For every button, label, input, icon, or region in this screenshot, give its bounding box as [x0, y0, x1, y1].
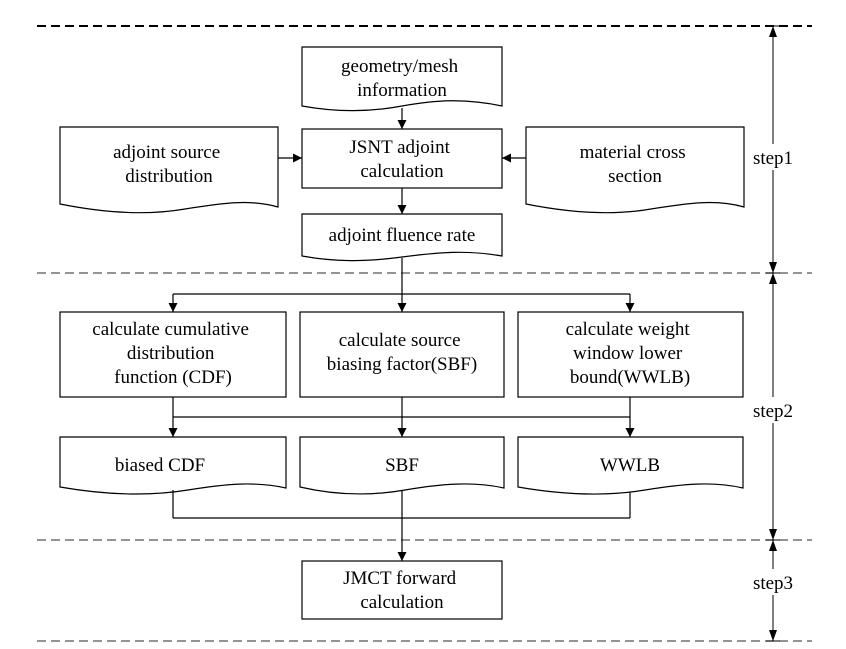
calc-wwlb-line-1: calculate weight	[566, 319, 691, 340]
dim-arrow-step2-bottom	[769, 529, 777, 540]
geometry-line-1: geometry/mesh	[341, 56, 459, 77]
svg-text:calculate source biasing f: calculate source biasing factor(SBF)	[327, 330, 477, 375]
wwlb-document	[517, 436, 744, 495]
material-cross-section-document	[525, 126, 745, 214]
jmct-line-1: JMCT forward	[343, 568, 457, 589]
calc-wwlb-box	[517, 311, 744, 398]
calc-sbf-line-2: biasing factor(SBF)	[327, 354, 477, 375]
dim-arrow-step3-top	[769, 540, 777, 551]
svg-text:JSNT adjoint calculation: JSNT adjoint calculation	[349, 137, 454, 182]
dim-arrow-step1-top	[769, 26, 777, 37]
svg-text:adjoint source distributio: adjoint source distribution	[113, 142, 225, 187]
calc-cdf-line-3: function (CDF)	[114, 367, 232, 388]
calc-cdf-line-2: distribution	[127, 343, 215, 364]
svg-text:calculate cumulative distr: calculate cumulative distribution functi…	[92, 319, 253, 388]
svg-text:JMCT forward calculation: JMCT forward calculation	[343, 568, 461, 613]
calc-sbf-line-1: calculate source	[339, 330, 461, 351]
jmct-line-2: calculation	[360, 592, 444, 613]
calc-wwlb-line-3: bound(WWLB)	[570, 367, 690, 388]
dim-arrow-step3-bottom	[769, 630, 777, 641]
biased-cdf-document	[59, 436, 287, 495]
adjoint-source-document	[59, 126, 279, 214]
jsnt-line-2: calculation	[360, 161, 444, 182]
calc-sbf-box	[299, 311, 505, 398]
calc-wwlb-line-2: window lower	[573, 343, 683, 364]
step1-label-group: step1	[744, 144, 804, 170]
jsnt-line-1: JSNT adjoint	[349, 137, 450, 158]
step1-label: step1	[753, 148, 793, 169]
geometry-line-2: information	[357, 80, 447, 101]
dim-arrow-step1-bottom	[769, 262, 777, 273]
jsnt-adjoint-box	[301, 128, 503, 189]
step2-label-group: step2	[744, 397, 804, 423]
dim-arrow-step2-top	[769, 273, 777, 284]
material-line-2: section	[608, 166, 662, 187]
biased-cdf-line-1: biased CDF	[115, 455, 205, 476]
fluence-line-1: adjoint fluence rate	[329, 225, 476, 246]
svg-text:material cross section: material cross section	[580, 142, 691, 187]
geometry-mesh-document	[301, 46, 503, 112]
calc-cdf-box	[59, 311, 287, 398]
step2-label: step2	[753, 401, 793, 422]
step3-label: step3	[753, 573, 793, 594]
material-line-1: material cross	[580, 142, 686, 163]
svg-text:calculate weight window lo: calculate weight window lower bound(WWLB…	[566, 319, 695, 388]
svg-text:geometry/mesh information: geometry/mesh information	[341, 56, 463, 101]
sbf-document	[299, 436, 505, 495]
adjoint-source-line-2: distribution	[125, 166, 213, 187]
wwlb-line-1: WWLB	[600, 455, 660, 476]
jmct-forward-box	[301, 560, 503, 620]
adjoint-fluence-rate-document	[301, 213, 503, 262]
sbf-line-1: SBF	[385, 455, 419, 476]
step3-label-group: step3	[744, 569, 804, 595]
adjoint-source-line-1: adjoint source	[113, 142, 220, 163]
calc-cdf-line-1: calculate cumulative	[92, 319, 249, 340]
